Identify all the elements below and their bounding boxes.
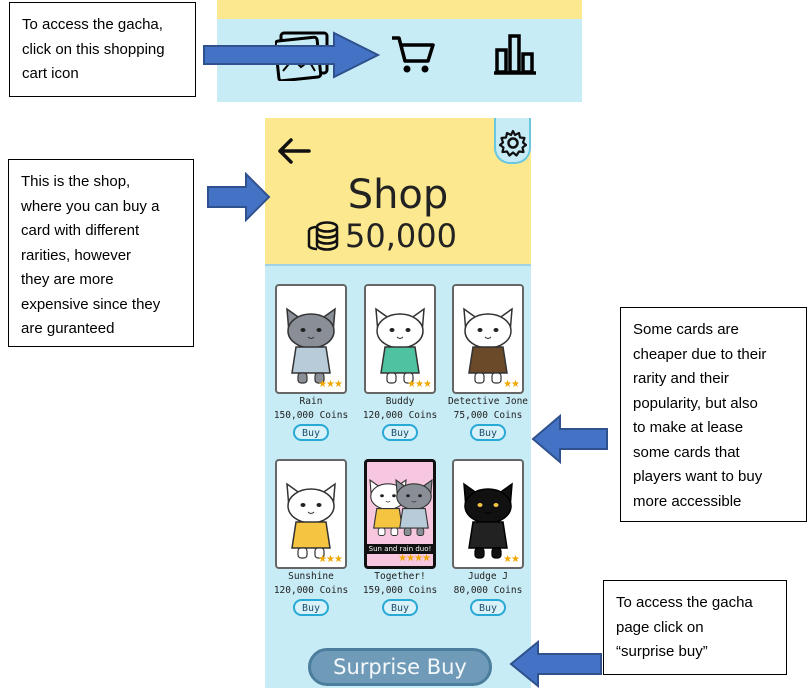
buy-button[interactable]: Buy xyxy=(470,424,506,441)
cat-character-icon xyxy=(286,307,336,384)
note-line: card with different xyxy=(21,222,140,239)
rarity-stars: ★★★ xyxy=(318,554,343,565)
rarity-stars: ★★★ xyxy=(318,379,343,390)
settings-button[interactable] xyxy=(494,118,531,164)
card-image[interactable]: ★★★ xyxy=(275,284,347,394)
bar-chart-icon[interactable] xyxy=(493,32,537,76)
note-line: To access the gacha xyxy=(616,594,753,611)
note-shop: This is the shop, where you can buy a ca… xyxy=(8,159,194,347)
card-image[interactable]: Sun and rain duo!★★★★ xyxy=(364,459,436,569)
rarity-stars: ★★★★ xyxy=(398,553,431,564)
note-line: “surprise buy” xyxy=(616,643,708,660)
card-image[interactable]: ★★ xyxy=(452,284,524,394)
cat-character-icon xyxy=(463,482,513,559)
note-line: rarity and their xyxy=(633,370,729,387)
note-line: Some cards are xyxy=(633,321,739,338)
arrow-to-cart xyxy=(203,31,381,79)
note-line: more accessible xyxy=(633,492,742,510)
coin-balance: 50,000 xyxy=(305,216,457,256)
note-line: This is the shop, xyxy=(21,173,131,190)
note-line: some cards that xyxy=(633,443,740,461)
note-surprise-buy: To access the gacha page click on “surpr… xyxy=(603,580,787,675)
note-line: they are more xyxy=(21,271,114,288)
note-line: popularity, but also xyxy=(633,394,758,412)
cat-character-icon xyxy=(463,307,513,384)
note-line: to make at lease xyxy=(633,419,744,436)
coins-icon xyxy=(307,221,339,251)
note-line: click on this shopping xyxy=(22,40,165,58)
note-line: players want to buy xyxy=(633,468,763,485)
card-price: 75,000 Coins xyxy=(453,410,523,421)
card-caption: Sun and rain duo! xyxy=(367,544,433,554)
card-name: Together! xyxy=(374,571,426,582)
card-price: 159,000 Coins xyxy=(362,585,438,596)
buy-button[interactable]: Buy xyxy=(293,599,329,616)
card-image[interactable]: ★★ xyxy=(452,459,524,569)
buy-button[interactable]: Buy xyxy=(293,424,329,441)
card-image[interactable]: ★★★ xyxy=(275,459,347,569)
card-name: Rain xyxy=(299,396,323,407)
shopping-cart-icon[interactable] xyxy=(390,35,436,75)
buy-button[interactable]: Buy xyxy=(382,424,418,441)
nav-top-strip xyxy=(217,0,582,19)
cat-character-icon xyxy=(369,478,433,536)
arrow-to-cards xyxy=(531,414,608,464)
note-line: where you can buy a xyxy=(21,197,160,215)
note-line: page click on xyxy=(616,618,704,636)
rarity-stars: ★★★ xyxy=(407,379,432,390)
shop-title: Shop xyxy=(347,172,449,218)
rarity-stars: ★★ xyxy=(503,379,520,390)
card-price: 80,000 Coins xyxy=(453,585,523,596)
card-name: Detective Jone xyxy=(447,396,529,407)
card-name: Judge J xyxy=(467,571,509,582)
surprise-buy-button[interactable]: Surprise Buy xyxy=(308,648,492,686)
arrow-to-surprise xyxy=(509,640,602,688)
arrow-to-shop xyxy=(207,172,271,222)
card-name: Sunshine xyxy=(288,571,334,582)
note-gacha-access: To access the gacha, click on this shopp… xyxy=(9,2,196,97)
rarity-stars: ★★ xyxy=(503,554,520,565)
card-image[interactable]: ★★★ xyxy=(364,284,436,394)
coin-amount: 50,000 xyxy=(345,217,457,255)
shop-header: Shop 50,000 xyxy=(265,118,531,266)
note-line: cart icon xyxy=(22,65,79,82)
card-price: 150,000 Coins xyxy=(273,410,349,421)
card-name: Buddy xyxy=(385,396,415,407)
back-arrow-icon[interactable] xyxy=(277,138,311,164)
gear-icon xyxy=(499,129,527,157)
cat-character-icon xyxy=(375,307,425,384)
cat-character-icon xyxy=(286,482,336,559)
card-slot: Sun and rain duo!★★★★ Together! 159,000 Co… xyxy=(355,459,445,616)
note-line: rarities, however xyxy=(21,246,132,264)
card-price: 120,000 Coins xyxy=(362,410,438,421)
note-line: are guranteed xyxy=(21,320,115,337)
card-price: 120,000 Coins xyxy=(273,585,349,596)
note-line: To access the gacha, xyxy=(22,16,163,33)
note-cheaper-cards: Some cards are cheaper due to their rari… xyxy=(620,307,807,522)
note-line: expensive since they xyxy=(21,295,161,313)
note-line: cheaper due to their xyxy=(633,345,767,363)
buy-button[interactable]: Buy xyxy=(382,599,418,616)
buy-button[interactable]: Buy xyxy=(470,599,506,616)
